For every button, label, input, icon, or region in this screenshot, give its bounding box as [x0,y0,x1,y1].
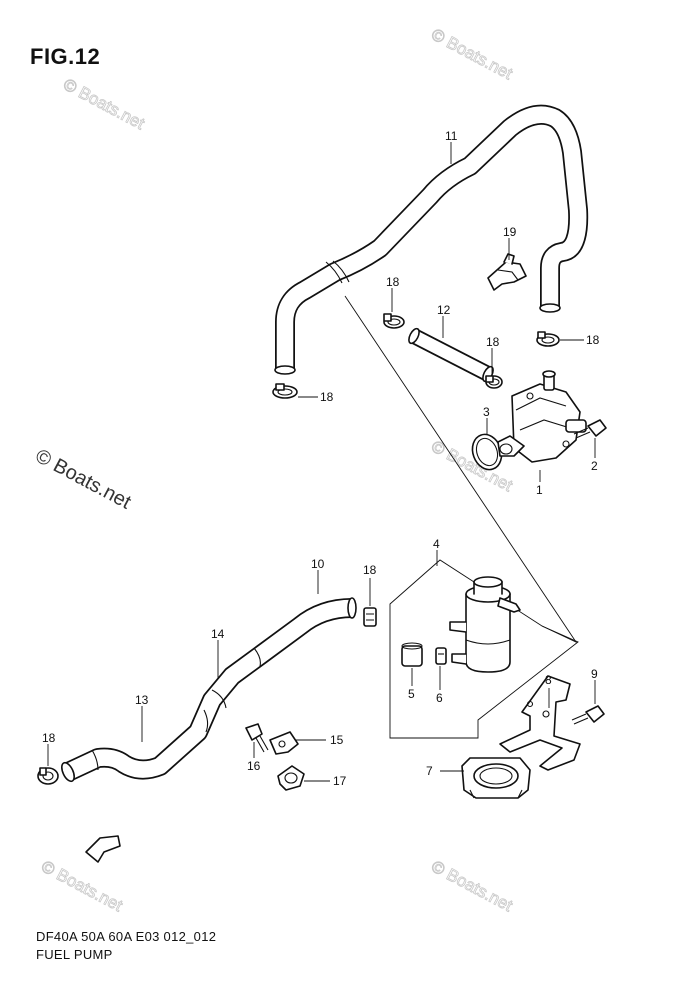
clamps-18-lower [37,607,447,785]
clamp-18-near-hose-end [272,383,298,399]
callout-4: 4 [433,537,440,551]
watermark-top-left: © Boats.net [60,75,148,134]
clip-19 [487,253,527,291]
clamp-15 [269,731,299,755]
callout-12: 12 [437,303,451,317]
filter-clamp-7 [461,757,531,799]
filter-group-outline [389,559,579,739]
clamp-18-right [536,331,560,347]
figure-title: FIG.12 [30,44,101,69]
callout-18-pump: 18 [486,335,500,349]
clamp-18-filter-inlet [363,607,377,627]
clip-17 [277,765,305,791]
fuel-pump-1 [497,370,587,463]
clamp-18-lower-left [37,767,59,785]
hose-11 [274,104,589,375]
leader-lines [47,142,596,782]
watermark-bottom-left: © Boats.net [38,857,126,916]
callout-6: 6 [436,691,443,705]
callout-19: 19 [503,225,517,239]
callout-15: 15 [330,733,344,747]
callout-18-right: 18 [586,333,600,347]
callout-18-filter: 18 [363,563,377,577]
callout-17: 17 [333,774,347,788]
callout-11: 11 [445,129,458,143]
hose-12 [408,327,494,383]
callout-2: 2 [591,459,598,473]
bolt-9 [571,705,605,725]
hose-13-14-10 [61,597,357,783]
clamps-18-upper [272,313,560,399]
callout-10: 10 [311,557,325,571]
watermark-top-right: © Boats.net [428,25,516,84]
watermark-bottom-right: © Boats.net [428,857,516,916]
callout-18-hose-end: 18 [320,390,334,404]
footer-model-code: DF40A 50A 60A E03 012_012 [36,929,217,944]
callout-9: 9 [591,667,598,681]
guide-lines [344,295,579,739]
callout-18-top: 18 [386,275,400,289]
sleeve-5 [401,642,423,667]
callout-3: 3 [483,405,490,419]
callout-7: 7 [426,764,433,778]
watermarks: © Boats.net © Boats.net © Boats.net © Bo… [32,24,517,916]
bolt-2 [573,419,607,439]
footer-figure-name: FUEL PUMP [36,947,113,962]
watermark-large: © Boats.net [32,445,135,514]
guide-line-upper [344,295,578,644]
callout-5: 5 [408,687,415,701]
callout-13: 13 [135,693,149,707]
callout-16: 16 [247,759,261,773]
callout-8: 8 [545,673,552,687]
clamp-18-small-filter [435,647,447,665]
clamp-18-top-center [383,313,405,329]
forward-direction-arrow: FWD [85,835,121,863]
bracket-8 [499,675,581,771]
callout-14: 14 [211,627,225,641]
fuel-filter-4 [449,576,521,673]
clamp-18-pump-inlet [485,375,503,389]
callout-labels: 11 19 18 12 18 18 18 3 2 1 4 10 18 14 13… [42,129,600,788]
bolt-16 [245,723,269,753]
callout-1: 1 [536,483,543,497]
callout-18-lower-left: 18 [42,731,56,745]
